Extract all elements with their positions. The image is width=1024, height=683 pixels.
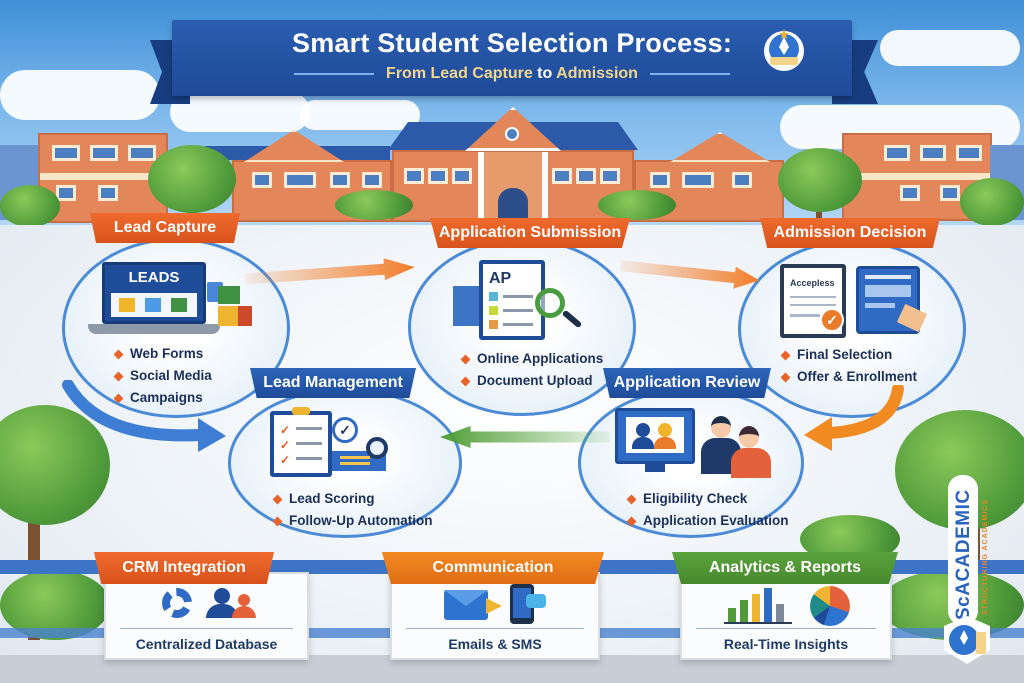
letter-label: Accepless — [790, 278, 835, 288]
bullet-list-lead-capture: Web Forms Social Media Campaigns — [113, 343, 212, 409]
stage-title-lead-management: Lead Management — [250, 368, 416, 398]
divider — [649, 72, 730, 75]
person-man-icon — [711, 416, 731, 438]
curved-arrow-orange-icon — [804, 385, 904, 451]
cloud — [300, 100, 420, 130]
bush — [335, 190, 413, 220]
feature-card-analytics: Real-Time Insights — [680, 572, 892, 660]
academic-crest-icon — [764, 29, 804, 71]
building-right — [842, 133, 992, 221]
divider — [294, 72, 375, 75]
list-item: Lead Scoring — [272, 488, 432, 510]
pie-chart-icon — [810, 586, 850, 626]
brand-name: ScACADEMIC — [953, 489, 974, 620]
brand-tagline: STRUCTURING ACADEMICS — [982, 498, 989, 615]
cloud — [880, 30, 1020, 66]
list-item: Online Applications — [460, 348, 603, 370]
stage-title-admission-decision: Admission Decision — [760, 218, 940, 248]
list-item: Social Media — [113, 365, 212, 387]
feature-title-analytics: Analytics & Reports — [672, 552, 898, 584]
email-icon — [444, 590, 488, 620]
application-form-magnifier-icon: AP — [453, 256, 603, 340]
divider — [696, 628, 876, 629]
stage-title-application-submission: Application Submission — [430, 218, 630, 248]
title-banner: Smart Student Selection Process: From Le… — [172, 20, 852, 96]
bullet-list-admission-decision: Final Selection Offer & Enrollment — [780, 344, 917, 388]
check-badge-icon: ✓ — [820, 308, 844, 332]
chat-bubble-icon — [526, 594, 546, 608]
cloud — [0, 70, 160, 120]
divider — [120, 628, 293, 629]
feature-caption: Centralized Database — [135, 636, 278, 652]
brand-badge: ScACADEMIC STRUCTURING ACADEMICS — [948, 475, 989, 625]
subtitle-highlight: From Lead Capture — [386, 65, 533, 82]
main-building — [392, 150, 634, 222]
laptop-leads-icon: LEADS — [88, 262, 220, 338]
page-subtitle: From Lead Capture to Admission — [172, 65, 852, 83]
person-woman-icon — [739, 426, 759, 448]
feature-title-communication: Communication — [382, 552, 604, 584]
list-item: Offer & Enrollment — [780, 366, 917, 388]
page-title: Smart Student Selection Process: — [291, 28, 733, 58]
subtitle-connector: to — [532, 65, 557, 82]
bush — [0, 185, 60, 227]
bullet-list-application-submission: Online Applications Document Upload — [460, 348, 603, 392]
stage-title-lead-capture: Lead Capture — [90, 213, 240, 243]
check-circle-icon: ✓ — [332, 417, 358, 443]
feature-title-crm: CRM Integration — [94, 552, 274, 584]
leads-label: LEADS — [128, 269, 180, 286]
bullet-list-application-review: Eligibility Check Application Evaluation — [626, 488, 789, 532]
list-item: Document Upload — [460, 370, 603, 392]
gear-icon — [162, 588, 192, 618]
curved-arrow-blue-icon — [62, 380, 226, 452]
list-item: Final Selection — [780, 344, 917, 366]
bush — [960, 178, 1024, 226]
feature-card-communication: Emails & SMS — [390, 572, 600, 660]
tree — [148, 145, 236, 213]
list-item: Application Evaluation — [626, 510, 789, 532]
form-label: AP — [489, 270, 512, 287]
subtitle-highlight: Admission — [556, 65, 638, 82]
document-icon — [218, 286, 240, 304]
smartphone-icon — [510, 584, 534, 624]
feature-card-crm: Centralized Database — [104, 572, 309, 660]
tree — [0, 405, 110, 525]
cloud — [170, 92, 310, 132]
acceptance-letter-icon: Accepless ✓ — [780, 260, 930, 340]
bush — [598, 190, 676, 220]
list-item: Follow-Up Automation — [272, 510, 432, 532]
user-icon — [238, 594, 250, 606]
arrow-left-icon — [440, 426, 610, 448]
divider — [406, 628, 584, 629]
checklist-clipboard-icon: ✓✓✓ ✓ — [270, 407, 410, 477]
list-item: Campaigns — [113, 387, 212, 409]
tree — [778, 148, 862, 212]
video-review-icon — [615, 408, 785, 486]
envelope-icon — [238, 306, 252, 326]
list-item: Web Forms — [113, 343, 212, 365]
brand-logo-icon — [944, 616, 990, 664]
user-icon — [214, 588, 230, 604]
bar-chart-icon — [724, 588, 794, 624]
stage-circle-admission-decision — [738, 240, 966, 418]
feature-caption: Emails & SMS — [448, 636, 542, 652]
feature-caption: Real-Time Insights — [723, 636, 849, 652]
list-item: Eligibility Check — [626, 488, 789, 510]
magnifier-icon — [366, 437, 388, 459]
stage-title-application-review: Application Review — [603, 368, 771, 398]
bullet-list-lead-management: Lead Scoring Follow-Up Automation — [272, 488, 432, 532]
gable-window — [505, 127, 519, 141]
